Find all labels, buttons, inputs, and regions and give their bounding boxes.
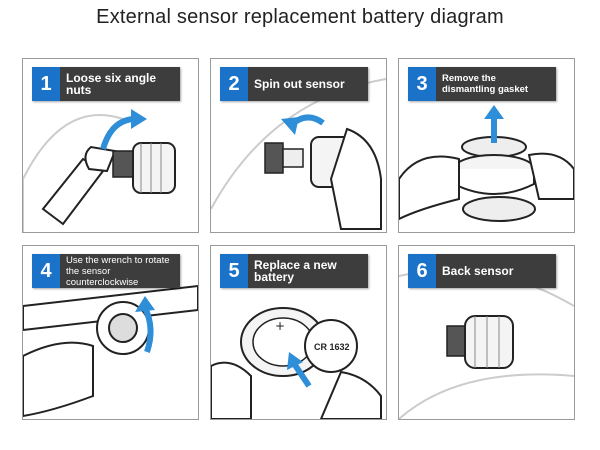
- step-2-panel: 2 Spin out sensor: [210, 58, 387, 233]
- step-text: Remove the dismantling gasket: [442, 73, 529, 95]
- step-text: Spin out sensor: [254, 77, 345, 91]
- step-1-label: 1 Loose six angle nuts: [32, 67, 180, 101]
- step-3-panel: 3 Remove the dismantling gasket: [398, 58, 575, 233]
- step-text: Loose six angle nuts: [66, 71, 157, 97]
- gasket-removal-illustration: [399, 105, 574, 222]
- step-number: 3: [408, 67, 436, 101]
- step-2-label: 2 Spin out sensor: [220, 67, 368, 101]
- step-6-panel: 6 Back sensor: [398, 245, 575, 420]
- step-text: Use the wrench to rotate the sensor coun…: [66, 254, 170, 288]
- step-number: 5: [220, 254, 248, 288]
- svg-text:+: +: [275, 319, 285, 333]
- diagram-title: External sensor replacement battery diag…: [96, 6, 504, 28]
- step-text: Replace a new battery: [254, 258, 337, 284]
- battery-label: CR 1632: [314, 342, 350, 352]
- step-1-panel: 1 Loose six angle nuts: [22, 58, 199, 233]
- step-5-panel: + CR 1632 5 Replace a new battery: [210, 245, 387, 420]
- step-4-panel: 4 Use the wrench to rotate the sensor co…: [22, 245, 199, 420]
- wrench-rotate-illustration: [23, 284, 198, 418]
- step-number: 1: [32, 67, 60, 101]
- step-5-label: 5 Replace a new battery: [220, 254, 368, 288]
- step-number: 6: [408, 254, 436, 288]
- battery-replacement-illustration: + CR 1632: [211, 307, 382, 419]
- wrench-on-valve-illustration: [23, 109, 176, 232]
- step-4-label: 4 Use the wrench to rotate the sensor co…: [32, 254, 180, 288]
- step-3-label: 3 Remove the dismantling gasket: [408, 67, 556, 101]
- step-number: 2: [220, 67, 248, 101]
- step-6-label: 6 Back sensor: [408, 254, 556, 288]
- step-text: Back sensor: [442, 264, 514, 278]
- step-number: 4: [32, 254, 60, 288]
